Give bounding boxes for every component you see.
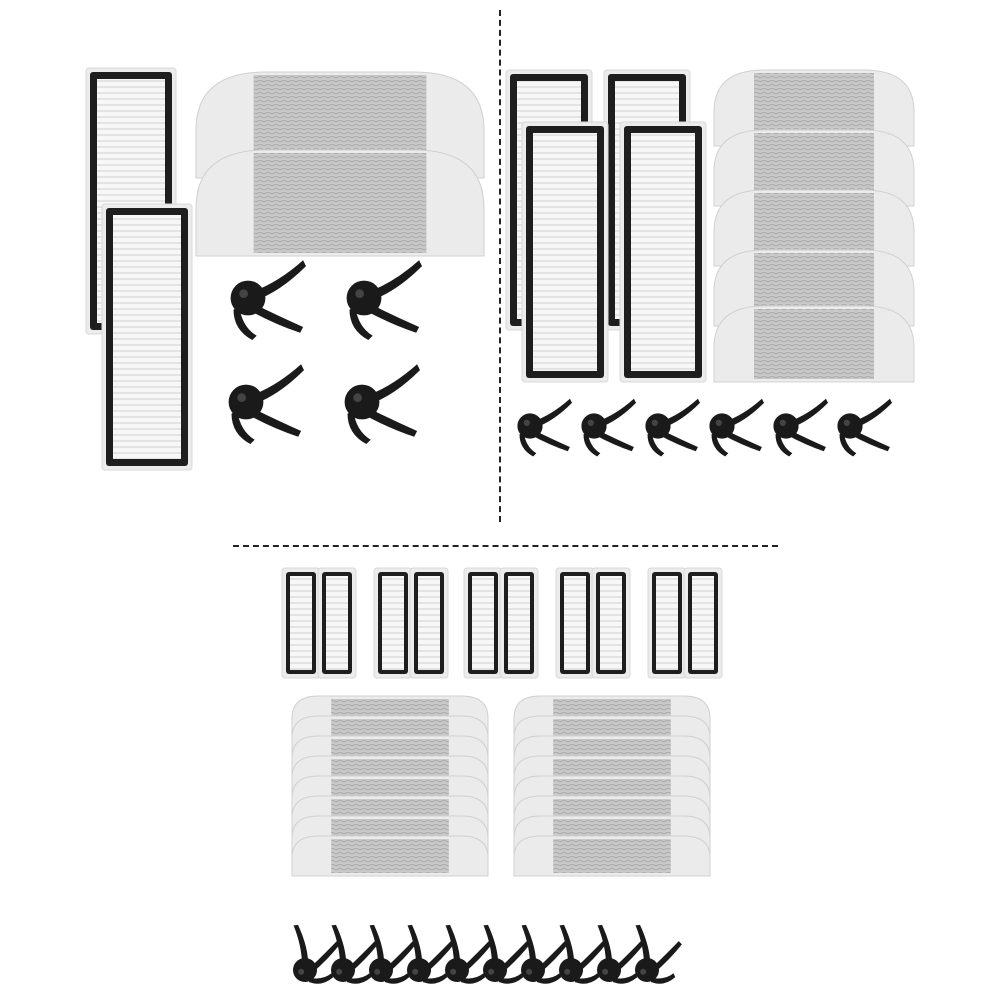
side-brush <box>709 398 764 457</box>
side-brush <box>597 924 644 984</box>
side-brush <box>837 398 892 457</box>
side-brush <box>645 398 700 457</box>
hepa-filter <box>683 567 723 679</box>
hepa-filter <box>555 567 595 679</box>
side-brush <box>346 260 422 341</box>
side-brush <box>483 924 530 984</box>
mop-pad <box>713 305 915 383</box>
side-brush <box>521 924 568 984</box>
side-brush <box>635 924 682 984</box>
side-brush <box>517 398 572 457</box>
side-brush <box>773 398 828 457</box>
mop-pad <box>195 149 485 257</box>
kit-top-right <box>505 69 915 457</box>
side-brush <box>559 924 606 984</box>
side-brush <box>228 364 304 445</box>
hepa-filter <box>101 203 193 471</box>
side-brush <box>445 924 492 984</box>
side-brush <box>344 364 420 445</box>
mop-pad <box>513 835 711 877</box>
hepa-filter <box>591 567 631 679</box>
hepa-filter <box>499 567 539 679</box>
hepa-filter <box>373 567 413 679</box>
hepa-filter <box>409 567 449 679</box>
side-brush <box>581 398 636 457</box>
side-brush <box>331 924 378 984</box>
side-brush <box>369 924 416 984</box>
kit-top-left <box>85 67 485 471</box>
mop-pad <box>291 835 489 877</box>
side-brush <box>230 260 306 341</box>
hepa-filter <box>281 567 321 679</box>
hepa-filter <box>521 121 609 383</box>
side-brush <box>407 924 454 984</box>
horizontal-dashed-divider <box>233 545 778 547</box>
kit-bottom <box>281 567 723 984</box>
side-brush <box>293 924 340 984</box>
vertical-dashed-divider <box>499 10 501 522</box>
hepa-filter <box>463 567 503 679</box>
hepa-filter <box>317 567 357 679</box>
hepa-filter <box>619 121 707 383</box>
hepa-filter <box>647 567 687 679</box>
